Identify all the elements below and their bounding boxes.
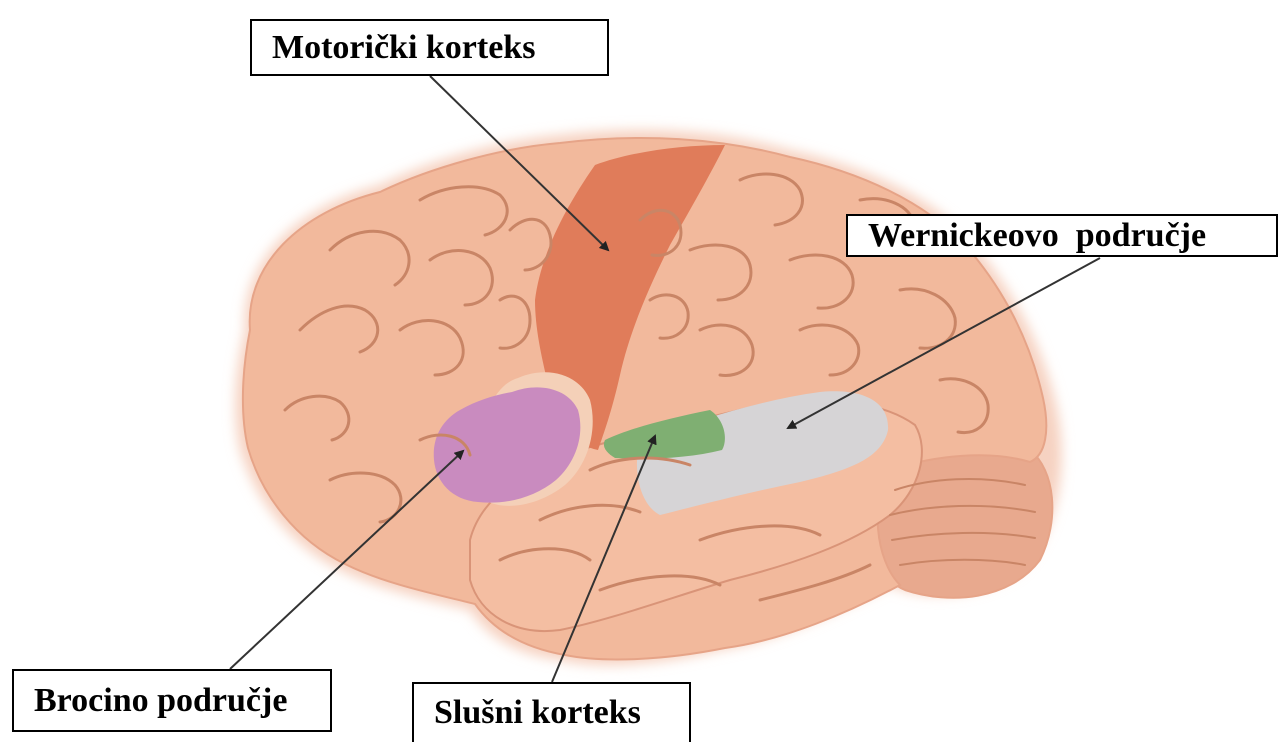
label-auditory-cortex-text: Slušni korteks	[434, 696, 641, 730]
label-auditory-cortex: Slušni korteks	[412, 682, 691, 742]
label-broca-area-text: Brocino područje	[34, 684, 287, 718]
label-wernicke-area-text: Wernickeovo područje	[868, 219, 1206, 253]
label-motor-cortex-text: Motorički korteks	[272, 31, 535, 65]
label-wernicke-area: Wernickeovo područje	[846, 214, 1278, 257]
label-broca-area: Brocino područje	[12, 669, 332, 732]
label-motor-cortex: Motorički korteks	[250, 19, 609, 76]
